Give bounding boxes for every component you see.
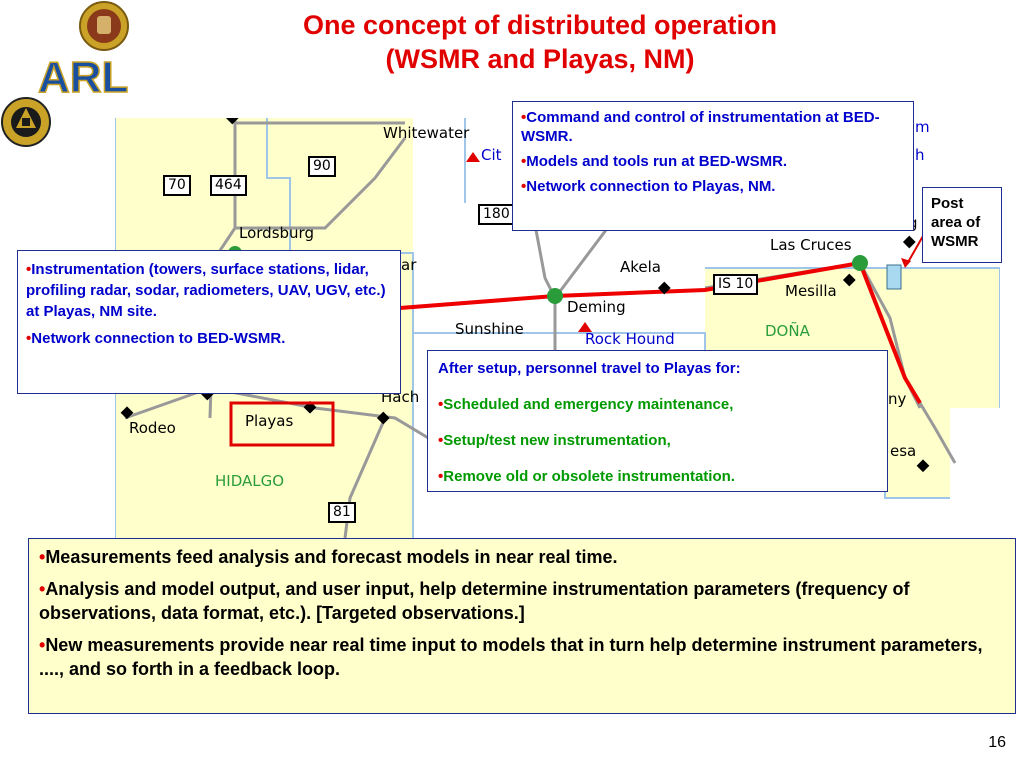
map-label-ar: ar	[401, 256, 417, 274]
bullet: •	[438, 468, 444, 485]
command-item-3-text: Network connection to Playas, NM.	[526, 178, 776, 195]
summary-item-2: •Analysis and model output, and user inp…	[39, 577, 1005, 625]
bullet: •	[26, 261, 32, 278]
map-label-akela: Akela	[620, 258, 662, 276]
setup-heading: After setup, personnel travel to Playas …	[438, 360, 741, 377]
map-label-las-cruces: Las Cruces	[770, 236, 852, 254]
map-label-sunshine: Sunshine	[455, 320, 524, 338]
instrumentation-item-1-text: Instrumentation (towers, surface station…	[26, 261, 386, 320]
route-shield-180: 180	[478, 204, 515, 225]
logo-graphics: ARL	[1, 1, 129, 147]
crest-icon	[79, 1, 129, 51]
summary-item-2-text: Analysis and model output, and user inpu…	[39, 579, 910, 623]
page-number: 16	[988, 734, 1006, 751]
summary-item-1-text: Measurements feed analysis and forecast …	[45, 547, 618, 567]
setup-item-2-text: Setup/test new instrumentation,	[443, 432, 671, 449]
setup-item-1-text: Scheduled and emergency maintenance,	[443, 396, 734, 413]
map-label-esa: esa	[890, 442, 917, 460]
city-markers	[228, 246, 868, 304]
instrumentation-item-1: •Instrumentation (towers, surface statio…	[26, 259, 392, 322]
command-control-box: •Command and control of instrumentation …	[512, 101, 914, 231]
bullet: •	[521, 153, 527, 170]
map-label-ny: ny	[888, 390, 907, 408]
instrumentation-item-2: •Network connection to BED-WSMR.	[26, 328, 392, 349]
bullet: •	[39, 579, 46, 599]
map-label-rodeo: Rodeo	[129, 419, 176, 437]
post-area-line-2: area of	[931, 214, 981, 231]
command-item-2-text: Models and tools run at BED-WSMR.	[526, 153, 788, 170]
deming-marker-icon	[547, 288, 563, 304]
summary-item-3-text: New measurements provide near real time …	[39, 635, 983, 679]
map-label-whitewater: Whitewater	[383, 124, 470, 142]
campground-icon	[578, 322, 592, 332]
route-shield-464: 464	[210, 175, 247, 196]
map-label-h: h	[915, 146, 925, 164]
post-area-line-3: WSMR	[931, 233, 979, 250]
command-item-2: •Models and tools run at BED-WSMR.	[521, 152, 905, 171]
network-connection-line	[399, 260, 922, 405]
map-label-mesilla: Mesilla	[785, 282, 837, 300]
bullet: •	[438, 396, 444, 413]
post-area-marker-icon	[886, 264, 902, 290]
map-label-dona: DOÑA	[765, 322, 810, 340]
bullet: •	[438, 432, 444, 449]
post-area-line-1: Post	[931, 195, 964, 212]
castle-seal-icon	[1, 97, 51, 147]
post-arrow-head-icon	[901, 258, 911, 268]
bullet: •	[39, 635, 46, 655]
campground-icon	[466, 152, 480, 162]
arl-logo-icon: ARL	[37, 52, 129, 103]
post-arrow-line	[906, 235, 924, 265]
setup-box: After setup, personnel travel to Playas …	[427, 350, 888, 492]
command-item-1-text: Command and control of instrumentation a…	[521, 109, 880, 145]
setup-item-2: •Setup/test new instrumentation,	[438, 431, 877, 451]
logos: ARL	[0, 0, 140, 165]
route-shield-90: 90	[308, 156, 336, 177]
setup-item-3: •Remove old or obsolete instrumentation.	[438, 467, 877, 487]
bullet: •	[26, 330, 32, 347]
summary-item-1: •Measurements feed analysis and forecast…	[39, 545, 1005, 569]
command-item-3: •Network connection to Playas, NM.	[521, 177, 905, 196]
setup-item-3-text: Remove old or obsolete instrumentation.	[443, 468, 735, 485]
map-label-hidalgo: HIDALGO	[215, 472, 285, 490]
bullet: •	[39, 547, 46, 567]
campground-markers	[466, 152, 592, 332]
map-label-lordsburg: Lordsburg	[239, 224, 314, 242]
route-shield-70: 70	[163, 175, 191, 196]
route-shield-is10: IS 10	[713, 274, 759, 295]
map-label-m: m	[915, 118, 930, 136]
title-line-2: (WSMR and Playas, NM)	[385, 44, 695, 74]
map-label-cit: Cit	[481, 146, 502, 164]
title-line-1: One concept of distributed operation	[302, 10, 778, 40]
arl-text: ARL	[38, 53, 128, 102]
summary-box: •Measurements feed analysis and forecast…	[28, 538, 1016, 714]
playas-highlight-box	[229, 401, 335, 447]
summary-item-3: •New measurements provide near real time…	[39, 633, 1005, 681]
map-label-playas: Playas	[245, 412, 294, 430]
instrumentation-box: •Instrumentation (towers, surface statio…	[17, 250, 401, 394]
command-item-1: •Command and control of instrumentation …	[521, 108, 905, 146]
slide-title: One concept of distributed operation (WS…	[180, 8, 900, 76]
map-label-deming: Deming	[567, 298, 626, 316]
map-label-rock-hound: Rock Hound	[585, 330, 675, 348]
instrumentation-item-2-text: Network connection to BED-WSMR.	[31, 330, 286, 347]
bullet: •	[521, 109, 527, 126]
post-area-box: Post area of WSMR	[922, 187, 1002, 263]
route-shield-81: 81	[328, 502, 356, 523]
las-cruces-marker-icon	[852, 255, 868, 271]
setup-item-1: •Scheduled and emergency maintenance,	[438, 395, 877, 415]
bullet: •	[521, 178, 527, 195]
